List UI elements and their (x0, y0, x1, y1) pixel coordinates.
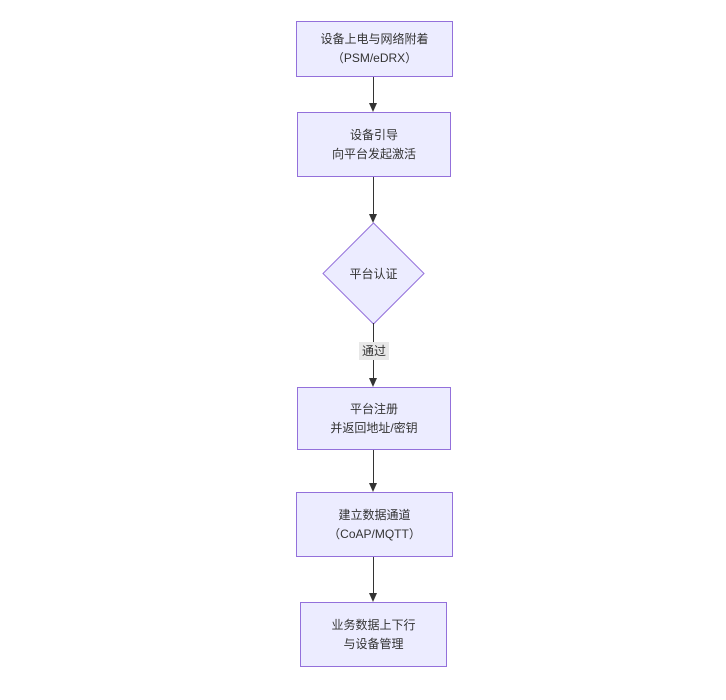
node-platform-register-line2: 并返回地址/密钥 (330, 420, 418, 435)
edge-1-line (373, 77, 374, 104)
node-business-data-line1: 业务数据上下行 (331, 617, 416, 632)
node-platform-auth-label: 平台认证 (349, 267, 398, 281)
node-bootstrap: 设备引导 向平台发起激活 (297, 112, 451, 177)
node-bootstrap-line2: 向平台发起激活 (331, 146, 416, 161)
edge-1-arrowhead-icon (369, 103, 377, 112)
edge-5-line (373, 557, 374, 594)
node-data-channel-line1: 建立数据通道 (338, 507, 411, 522)
node-data-channel: 建立数据通道 （CoAP/MQTT） (296, 492, 453, 557)
edge-5-arrowhead-icon (369, 593, 377, 602)
node-power-attach-line2: （PSM/eDRX） (331, 51, 418, 65)
edge-3-label: 通过 (358, 342, 390, 360)
node-platform-register: 平台注册 并返回地址/密钥 (297, 387, 451, 450)
edge-3-arrowhead-icon (369, 378, 377, 387)
edge-2-line (373, 177, 374, 215)
node-business-data: 业务数据上下行 与设备管理 (300, 602, 447, 667)
node-business-data-line2: 与设备管理 (343, 636, 404, 651)
edge-4-line (373, 450, 374, 484)
node-platform-register-line1: 平台注册 (349, 401, 398, 416)
node-power-attach-line1: 设备上电与网络附着 (320, 32, 429, 46)
edge-2-arrowhead-icon (369, 214, 377, 223)
edge-4-arrowhead-icon (369, 483, 377, 492)
node-power-attach: 设备上电与网络附着 （PSM/eDRX） (296, 21, 453, 77)
node-bootstrap-line1: 设备引导 (349, 127, 398, 142)
node-data-channel-line2: （CoAP/MQTT） (328, 526, 421, 541)
